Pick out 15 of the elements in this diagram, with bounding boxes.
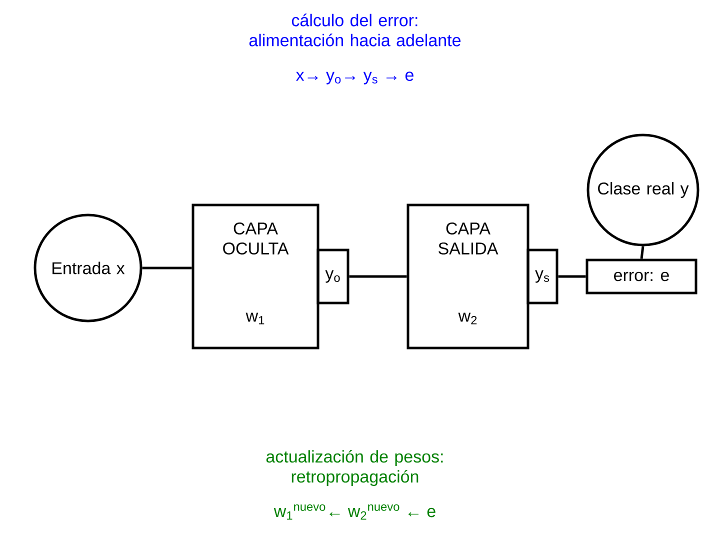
- layer-box: CAPA OCULTA w$_{1}$: [192, 204, 320, 350]
- connector-line: [349, 275, 407, 278]
- formula-text: x→ y$_{o}$→ y$_{s}$ → e: [296, 72, 414, 84]
- caption-text: actualización de pesos: retropropagación: [266, 450, 443, 486]
- circle-node: Entrada x: [34, 214, 142, 322]
- formula-text: w$_{1}$$^{nuevo}$← w$_{2}$$^{nuevo}$ ← e: [274, 504, 436, 520]
- output-box: y$_{s}$: [526, 248, 558, 304]
- connector-line: [142, 266, 192, 270]
- circle-node: Clase real y: [586, 134, 700, 246]
- connector-line: [558, 275, 586, 278]
- connector-line: [640, 246, 644, 259]
- caption-text: cálculo del error: alimentación hacia adelante: [249, 14, 461, 46]
- layer-box: CAPA SALIDA w$_{2}$: [406, 204, 530, 350]
- error-box: error: e: [586, 258, 698, 294]
- output-box: y$_{o}$: [316, 248, 350, 304]
